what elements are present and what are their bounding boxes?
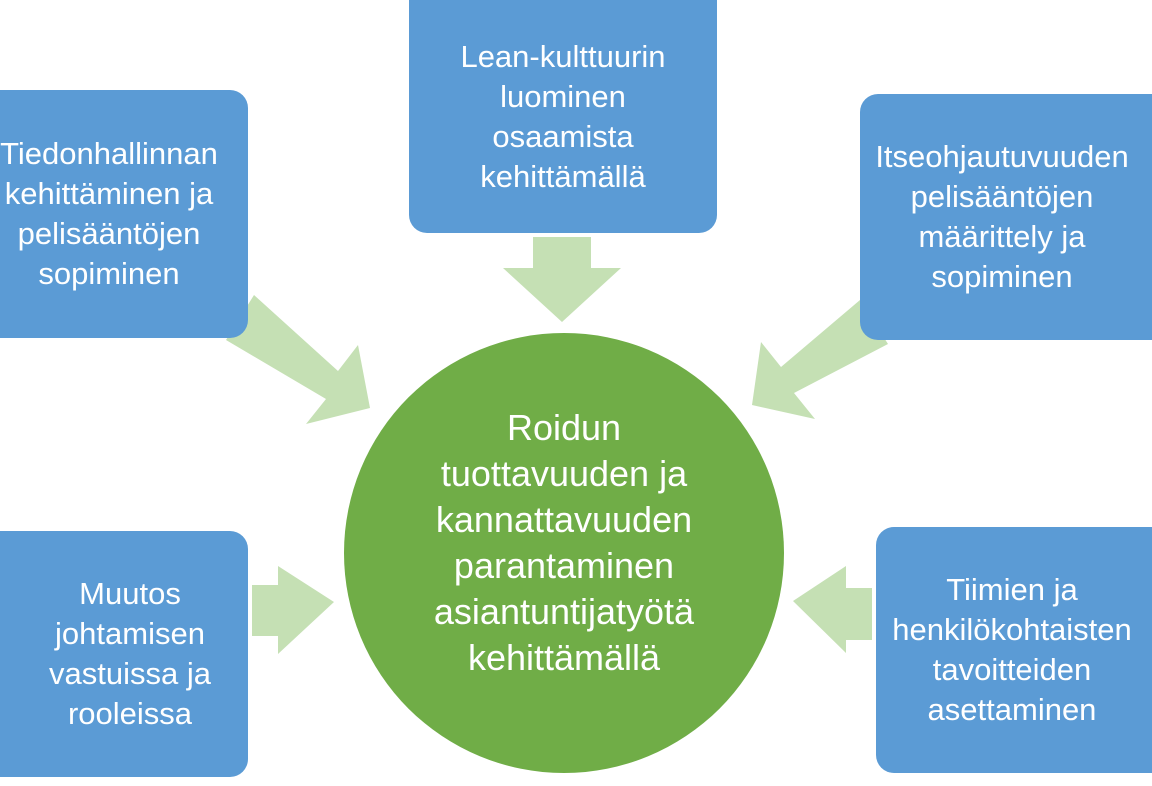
- box-self-direction: Itseohjautuvuuden pelisääntöjen määritte…: [860, 94, 1152, 340]
- box-information-management: Tiedonhallinnan kehittäminen ja pelisään…: [0, 90, 248, 338]
- arrow-left-top: [226, 295, 370, 424]
- box-lean-culture-label: Lean-kulttuurin luominen osaamista kehit…: [460, 38, 666, 194]
- box-goal-setting: Tiimien ja henkilökohtaisten tavoitteide…: [876, 527, 1152, 773]
- box-goal-setting-label: Tiimien ja henkilökohtaisten tavoitteide…: [892, 572, 1132, 727]
- arrow-top: [503, 237, 621, 322]
- box-information-management-label: Tiedonhallinnan kehittäminen ja pelisään…: [0, 136, 218, 291]
- box-lean-culture: Lean-kulttuurin luominen osaamista kehit…: [409, 0, 717, 233]
- arrow-right-top: [752, 300, 888, 419]
- box-change-leadership-label: Muutos johtamisen vastuissa ja rooleissa: [49, 576, 211, 731]
- arrow-left-bottom: [252, 566, 334, 654]
- center-circle-label: Roidun tuottavuuden ja kannattavuuden pa…: [433, 407, 695, 678]
- arrow-right-bottom: [793, 566, 872, 653]
- box-change-leadership: Muutos johtamisen vastuissa ja rooleissa: [0, 531, 248, 777]
- box-self-direction-label: Itseohjautuvuuden pelisääntöjen määritte…: [875, 139, 1129, 294]
- center-circle: Roidun tuottavuuden ja kannattavuuden pa…: [344, 333, 784, 773]
